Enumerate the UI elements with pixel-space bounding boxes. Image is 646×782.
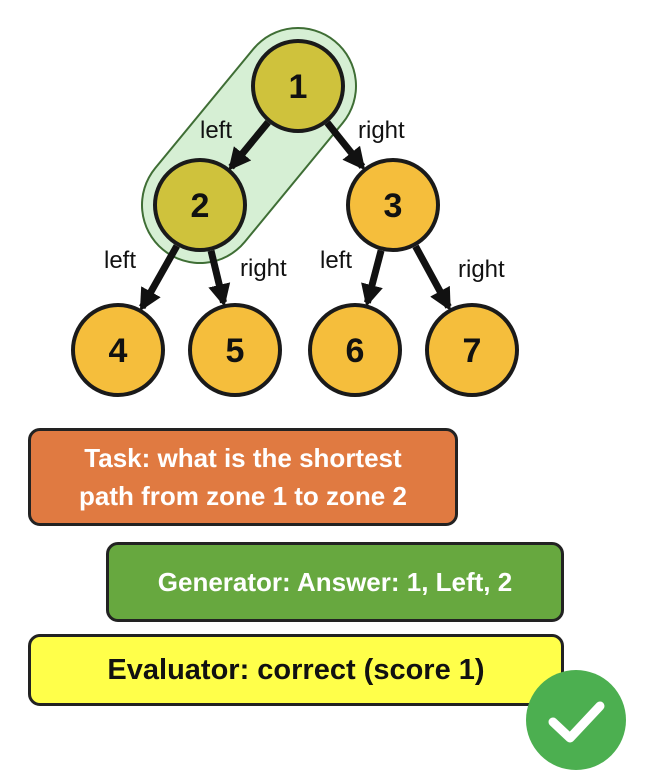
edge-1-2 (228, 120, 271, 171)
edge-label-3-7: right (458, 256, 505, 283)
task-line-1: Task: what is the shortest (84, 443, 402, 473)
evaluator-box: Evaluator: correct (score 1) (28, 634, 564, 706)
task-line-2: path from zone 1 to zone 2 (79, 481, 407, 511)
edge-1-3 (324, 120, 366, 171)
node-label-5: 5 (226, 332, 245, 370)
node-6 (308, 303, 402, 397)
node-label-1: 1 (289, 68, 308, 106)
task-box: Task: what is the shortest path from zon… (28, 428, 458, 526)
node-label-2: 2 (191, 187, 210, 225)
node-3 (346, 158, 440, 252)
edge-label-2-5: right (240, 255, 287, 282)
node-4 (71, 303, 165, 397)
node-label-3: 3 (384, 187, 403, 225)
node-label-4: 4 (109, 332, 128, 370)
binary-tree-diagram: left right left right left right 1 2 3 4 5 6 7 (71, 27, 519, 397)
edge-label-1-2: left (200, 117, 232, 144)
node-7 (425, 303, 519, 397)
generator-text: Generator: Answer: 1, Left, 2 (157, 566, 513, 597)
edge-2-4 (139, 244, 180, 312)
edge-label-3-6: left (320, 247, 352, 274)
edge-label-1-3: right (358, 117, 405, 144)
checkmark-icon (526, 670, 626, 770)
node-label-7: 7 (463, 332, 482, 370)
node-1 (251, 39, 345, 133)
generator-box: Generator: Answer: 1, Left, 2 (106, 542, 564, 622)
evaluator-text: Evaluator: correct (score 1) (107, 653, 485, 686)
node-label-6: 6 (346, 332, 365, 370)
node-5 (188, 303, 282, 397)
edge-3-6 (361, 249, 385, 307)
edge-label-2-4: left (104, 247, 136, 274)
edge-3-7 (412, 244, 452, 311)
edge-2-5 (207, 249, 231, 307)
node-2 (153, 158, 247, 252)
